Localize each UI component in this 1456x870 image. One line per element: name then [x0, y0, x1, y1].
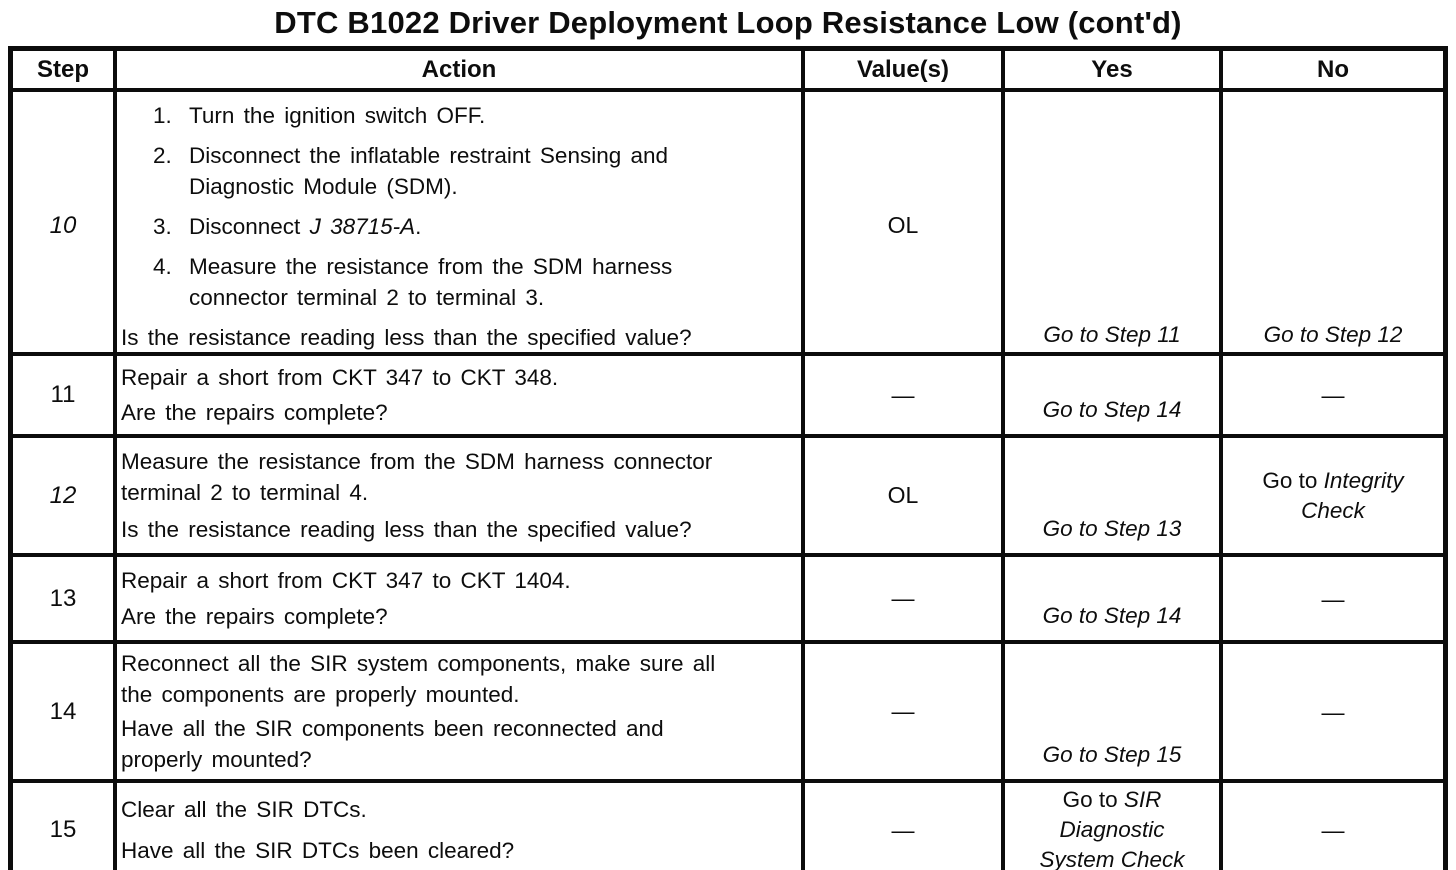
value-cell: OL — [801, 92, 1001, 359]
column-header-yes: Yes — [1001, 51, 1219, 88]
table-row: 14 Reconnect all the SIR system componen… — [13, 640, 1443, 779]
action-statement: Repair a short from CKT 347 to CKT 1404. — [121, 567, 571, 593]
table-header-row: Step Action Value(s) Yes No — [13, 51, 1443, 88]
yes-cell: Go to Step 13 — [1001, 438, 1219, 553]
action-cell: Measure the resistance from the SDM harn… — [113, 438, 801, 553]
column-header-no: No — [1219, 51, 1443, 88]
sir-diagnostic-check-reference: SIR Diagnostic System Check — [1039, 787, 1185, 870]
action-cell: Clear all the SIR DTCs. Have all the SIR… — [113, 783, 801, 870]
table-row: 10 1. Turn the ignition switch OFF. 2. D… — [13, 88, 1443, 359]
value-cell: — — [801, 356, 1001, 434]
list-item-number: 1. — [153, 103, 172, 128]
table-row: 12 Measure the resistance from the SDM h… — [13, 434, 1443, 553]
integrity-check-reference: Integrity Check — [1301, 467, 1404, 523]
action-list-item: 1. Turn the ignition switch OFF. — [153, 100, 795, 131]
action-question: Have all the SIR DTCs been cleared? — [121, 837, 515, 863]
value-cell: — — [801, 783, 1001, 870]
action-list-item: 3. Disconnect J 38715-A. — [153, 211, 795, 242]
no-cell: Go to Step 12 — [1219, 92, 1443, 359]
action-cell: Repair a short from CKT 347 to CKT 1404.… — [113, 557, 801, 640]
list-item-number: 2. — [153, 143, 172, 168]
value-cell: OL — [801, 438, 1001, 553]
step-cell: 14 — [49, 697, 77, 725]
yes-cell: Go to Step 11 — [1001, 92, 1219, 359]
table-row: 11 Repair a short from CKT 347 to CKT 34… — [13, 352, 1443, 434]
tool-number: J 38715-A — [309, 214, 416, 239]
yes-cell: Go to Step 15 — [1001, 644, 1219, 779]
action-list-item: 4. Measure the resistance from the SDM h… — [153, 251, 795, 313]
page-title: DTC B1022 Driver Deployment Loop Resista… — [274, 5, 1182, 40]
action-question: Are the repairs complete? — [121, 604, 388, 630]
action-question: Have all the SIR components been reconne… — [121, 715, 664, 772]
column-header-action: Action — [113, 51, 801, 88]
action-statement: Repair a short from CKT 347 to CKT 348. — [121, 365, 559, 390]
step-cell: 12 — [49, 481, 77, 509]
list-item-text: Turn the ignition switch OFF. — [189, 103, 486, 128]
list-item-number: 3. — [153, 214, 172, 239]
action-statement: Reconnect all the SIR system components,… — [121, 651, 716, 708]
list-item-text: Disconnect J 38715-A. — [189, 214, 422, 239]
no-cell: Go to Integrity Check — [1219, 438, 1443, 553]
no-cell: — — [1219, 644, 1443, 779]
step-cell: 13 — [49, 584, 77, 612]
no-cell: — — [1219, 557, 1443, 640]
list-item-text: Measure the resistance from the SDM harn… — [189, 254, 673, 310]
step-cell: 10 — [49, 211, 77, 239]
action-statement: Measure the resistance from the SDM harn… — [121, 449, 713, 505]
action-cell: Repair a short from CKT 347 to CKT 348. … — [113, 356, 801, 434]
list-item-text: Disconnect the inflatable restraint Sens… — [189, 143, 669, 199]
column-header-step: Step — [36, 55, 89, 83]
column-header-value: Value(s) — [801, 51, 1001, 88]
value-cell: — — [801, 644, 1001, 779]
action-question: Is the resistance reading less than the … — [121, 325, 692, 350]
step-cell: 11 — [50, 381, 76, 408]
table-row: 15 Clear all the SIR DTCs. Have all the … — [13, 779, 1443, 870]
value-cell: — — [801, 557, 1001, 640]
action-cell: 1. Turn the ignition switch OFF. 2. Disc… — [113, 92, 801, 359]
action-numbered-list: 1. Turn the ignition switch OFF. 2. Disc… — [121, 94, 795, 322]
yes-cell: Go to Step 14 — [1001, 356, 1219, 434]
list-item-number: 4. — [153, 254, 172, 279]
action-statement: Clear all the SIR DTCs. — [121, 797, 367, 823]
table-row: 13 Repair a short from CKT 347 to CKT 14… — [13, 553, 1443, 640]
action-cell: Reconnect all the SIR system components,… — [113, 644, 801, 779]
step-cell: 15 — [49, 816, 77, 843]
diagnostic-table: Step Action Value(s) Yes No 10 1. Turn t… — [8, 46, 1448, 870]
yes-cell: Go to SIR Diagnostic System Check — [1001, 783, 1219, 870]
no-cell: — — [1219, 356, 1443, 434]
action-question: Are the repairs complete? — [121, 400, 388, 425]
yes-cell: Go to Step 14 — [1001, 557, 1219, 640]
action-list-item: 2. Disconnect the inflatable restraint S… — [153, 140, 795, 202]
no-cell: — — [1219, 783, 1443, 870]
action-question: Is the resistance reading less than the … — [121, 517, 692, 542]
